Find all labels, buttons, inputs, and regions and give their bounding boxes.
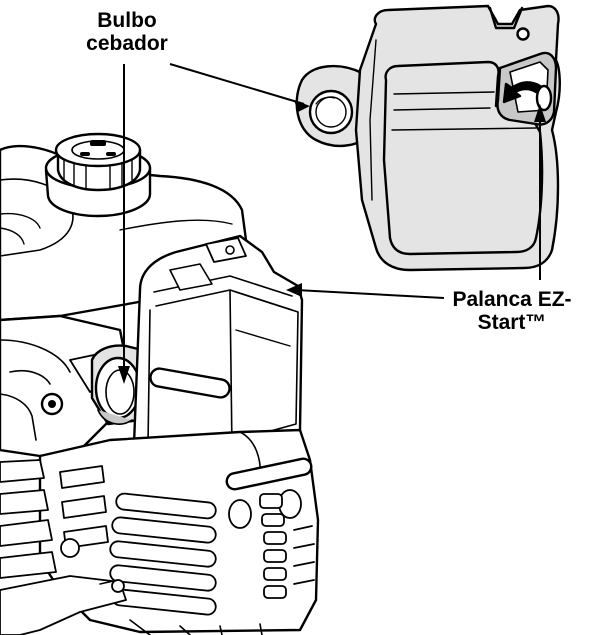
inset-lever-arrow bbox=[502, 81, 542, 104]
inset-cover-detail bbox=[295, 4, 561, 272]
shaft-lower bbox=[0, 575, 127, 635]
primer-bulb-label: Bulbo cebador bbox=[62, 9, 192, 55]
ez-start-lever-label: Palanca EZ- Start™ bbox=[426, 288, 598, 334]
fuel-cap bbox=[44, 132, 152, 218]
callout-arrowheads bbox=[118, 100, 546, 384]
ez-start-lever-label-line1: Palanca EZ- bbox=[452, 288, 572, 311]
primer-bulb-label-line2: cebador bbox=[86, 32, 168, 55]
main-engine bbox=[0, 132, 320, 635]
callout-lines bbox=[123, 63, 541, 376]
leader-bulb-inset bbox=[169, 63, 305, 105]
inset-screw-hole bbox=[516, 27, 530, 41]
ez-start-lever-label-line2: Start™ bbox=[477, 311, 547, 334]
shroud-slot bbox=[225, 457, 313, 491]
leader-lever-main bbox=[295, 289, 445, 299]
cover-slot bbox=[149, 367, 231, 399]
primer-bulb-label-line1: Bulbo bbox=[97, 9, 157, 32]
grille-slats bbox=[109, 492, 217, 616]
left-fins bbox=[0, 459, 109, 579]
inset-lever-knob bbox=[535, 84, 553, 112]
grille-right bbox=[228, 489, 315, 599]
